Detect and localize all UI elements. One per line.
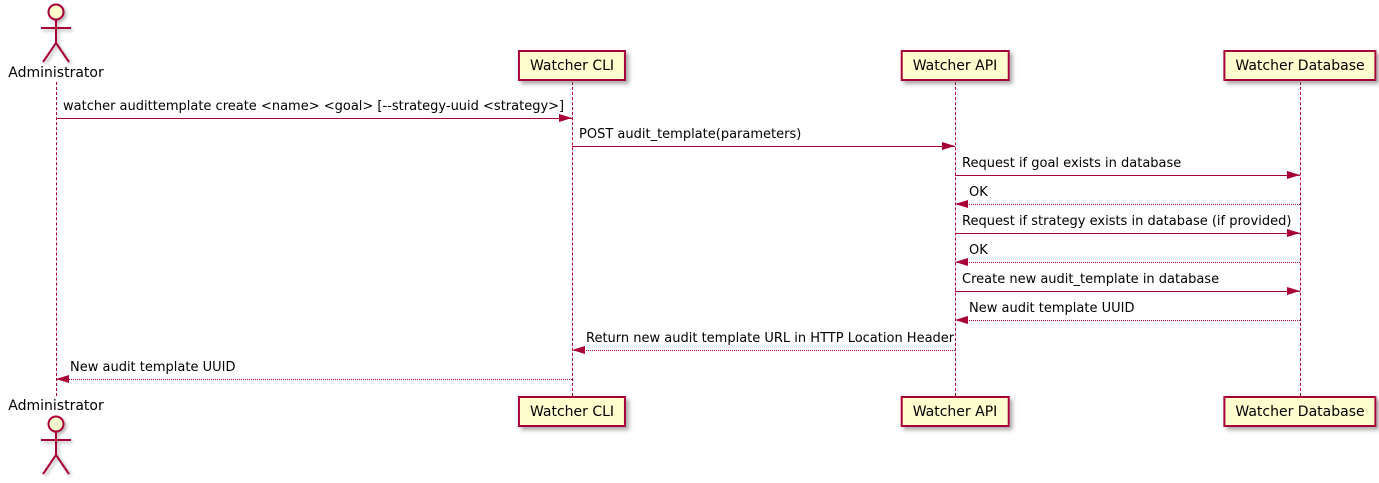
- arrowhead-6: [955, 258, 968, 266]
- message-label-7: Create new audit_template in database: [962, 272, 1220, 287]
- actor-icon-bottom: [33, 414, 79, 476]
- arrowhead-7: [1287, 287, 1300, 295]
- lifeline-watcher-api: [955, 82, 956, 396]
- actor-name-top: Administrator: [8, 65, 104, 81]
- arrowhead-4: [955, 200, 968, 208]
- message-line-2: [572, 146, 955, 147]
- message-label-3: Request if goal exists in database: [962, 156, 1182, 171]
- arrowhead-5: [1287, 229, 1300, 237]
- message-line-4: [955, 204, 1300, 205]
- arrowhead-3: [1287, 171, 1300, 179]
- participant-watcher-database-top: Watcher Database: [1223, 50, 1377, 81]
- participant-watcher-cli-bottom: Watcher CLI: [517, 396, 627, 427]
- lifeline-administrator: [56, 82, 57, 396]
- lifeline-watcher-cli: [572, 82, 573, 396]
- message-line-7: [955, 291, 1300, 292]
- participant-watcher-api-top: Watcher API: [900, 50, 1010, 81]
- actor-name-bottom: Administrator: [8, 398, 104, 414]
- arrowhead-9: [572, 346, 585, 354]
- arrowhead-10: [56, 375, 69, 383]
- message-label-10: New audit template UUID: [70, 360, 236, 375]
- message-label-8: New audit template UUID: [969, 301, 1135, 316]
- actor-icon-top: [33, 2, 79, 64]
- lifeline-watcher-database: [1300, 82, 1301, 396]
- arrowhead-2: [942, 142, 955, 150]
- message-line-5: [955, 233, 1300, 234]
- message-line-3: [955, 175, 1300, 176]
- participant-watcher-api-bottom: Watcher API: [900, 396, 1010, 427]
- participant-watcher-database-bottom: Watcher Database: [1223, 396, 1377, 427]
- message-label-9: Return new audit template URL in HTTP Lo…: [586, 331, 955, 346]
- participant-watcher-cli-top: Watcher CLI: [517, 50, 627, 81]
- arrowhead-1: [559, 114, 572, 122]
- message-line-1: [56, 118, 572, 119]
- message-label-2: POST audit_template(parameters): [579, 127, 802, 142]
- message-label-1: watcher audittemplate create <name> <goa…: [63, 99, 565, 114]
- message-line-8: [955, 320, 1300, 321]
- message-label-4: OK: [969, 185, 988, 200]
- message-label-6: OK: [969, 243, 988, 258]
- message-line-6: [955, 262, 1300, 263]
- message-label-5: Request if strategy exists in database (…: [962, 214, 1292, 229]
- message-line-10: [56, 379, 572, 380]
- message-line-9: [572, 350, 955, 351]
- arrowhead-8: [955, 316, 968, 324]
